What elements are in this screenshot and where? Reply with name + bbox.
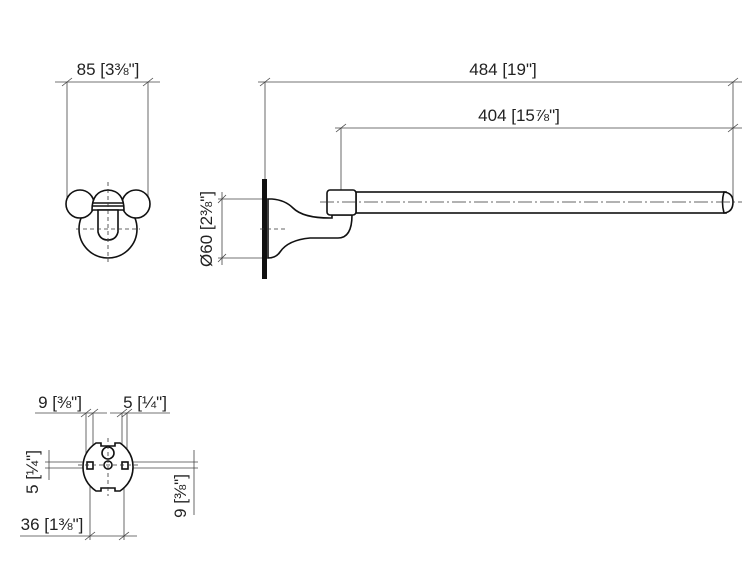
- right-slot: [121, 461, 129, 470]
- bar-collar: [326, 189, 357, 216]
- bar-end-cap: [721, 191, 734, 214]
- plate-diameter-label: Ø60 [2⅜"]: [197, 191, 216, 267]
- front-view: 85 [3⅜"]: [55, 60, 160, 262]
- vertical-offset-label: 9 [⅜"]: [171, 474, 190, 518]
- bar-length-dimension: 404 [15⅞"]: [335, 106, 742, 210]
- hole-spacing-label: 36 [1⅜"]: [21, 515, 84, 534]
- bracket-arm: [267, 198, 353, 259]
- slot-offset-left-label: 9 [⅜"]: [38, 393, 82, 412]
- slot-width-label: 5 [¼"]: [123, 393, 167, 412]
- mounting-detail: 9 [⅜"] 5 [¼"] 5 [¼"] 9 [⅜"] 36 [1⅜"]: [20, 393, 198, 541]
- width-dimension: 85 [3⅜"]: [55, 60, 160, 200]
- side-view: 484 [19"] 404 [15⅞"] Ø60 [2⅜"]: [197, 60, 742, 279]
- slot-height-label: 5 [¼"]: [23, 450, 42, 494]
- towel-bar: [355, 191, 727, 214]
- right-bar-end: [121, 189, 151, 219]
- overall-length-label: 484 [19"]: [469, 60, 536, 79]
- left-slot: [86, 461, 94, 470]
- left-bar-end: [65, 189, 95, 219]
- wall-plate: [262, 179, 267, 279]
- bar-length-label: 404 [15⅞"]: [478, 106, 560, 125]
- overall-length-dimension: 484 [19"]: [258, 60, 742, 200]
- width-label: 85 [3⅜"]: [77, 60, 140, 79]
